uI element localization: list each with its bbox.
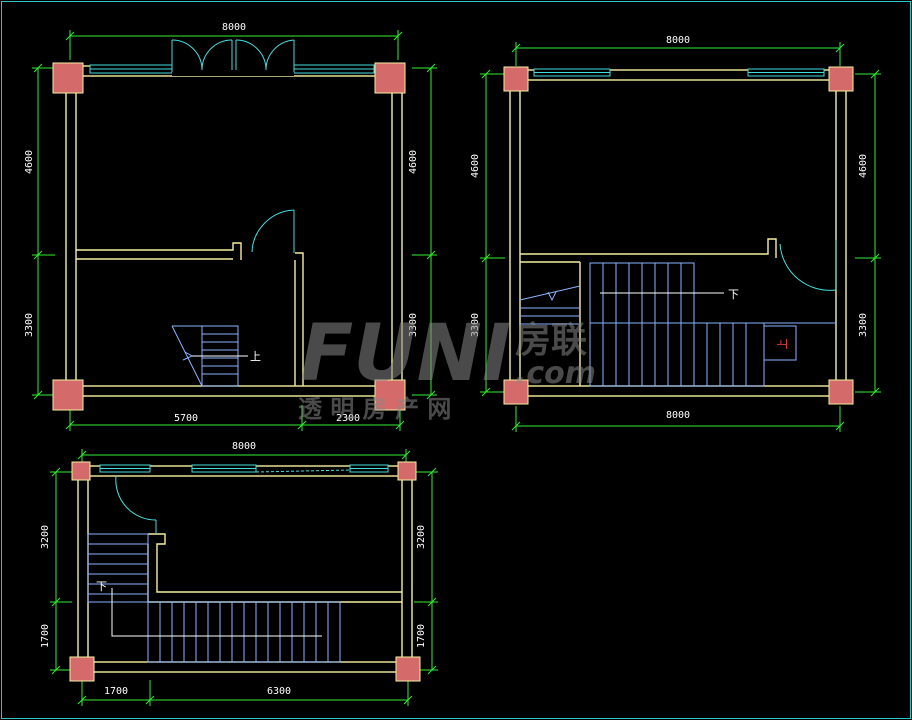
plan-tr-dim-bottom: 8000 <box>666 410 690 421</box>
plan-tr-dim-right-upper: 4600 <box>858 154 869 178</box>
watermark-logo: FUNI <box>300 309 511 399</box>
watermark-sub: .com <box>515 356 596 391</box>
plan-tl-dim-left-lower: 3300 <box>24 313 35 337</box>
plan-tl-dim-right-lower: 3300 <box>408 313 419 337</box>
plan-bottom: 下 8000 3200 1700 3200 1700 1700 6300 <box>40 441 438 706</box>
plan-b-dim-right-lower: 1700 <box>416 624 427 648</box>
plan-tl-dim-right-upper: 4600 <box>408 150 419 174</box>
plan-tl-dim-bottom-right: 2300 <box>336 413 360 424</box>
plan-tl-dim-left-upper: 4600 <box>24 150 35 174</box>
plan-b-dim-top: 8000 <box>232 441 256 452</box>
plan-b-dim-left-lower: 1700 <box>40 624 51 648</box>
plan-b-dim-bottom-left: 1700 <box>104 686 128 697</box>
plan-b-dim-right-upper: 3200 <box>416 525 427 549</box>
plan-b-stair-label: 下 <box>96 580 107 593</box>
plan-tl-dim-bottom-left: 5700 <box>174 413 198 424</box>
plan-b-stair <box>87 533 341 663</box>
plan-tl-stair-label: 上 <box>250 350 261 363</box>
plan-b-dim-left-upper: 3200 <box>40 525 51 549</box>
plan-tl-dimension-lines <box>32 30 437 431</box>
plan-tr-dim-left-lower: 3300 <box>470 313 481 337</box>
plan-tr-dimension-lines <box>480 42 881 432</box>
plan-tr-dim-left-upper: 4600 <box>470 154 481 178</box>
plan-tl-columns <box>52 62 406 411</box>
plan-tr-columns <box>503 66 854 405</box>
plan-tr-stair-label: 下 <box>728 288 739 301</box>
plan-tr-dim-right-lower: 3300 <box>858 313 869 337</box>
watermark-cn: 房联 <box>515 320 587 361</box>
plan-tl-stair <box>171 325 239 387</box>
plan-tr-red-label: 上 <box>776 339 789 350</box>
plan-tr-windows <box>533 68 837 291</box>
plan-b-walls <box>77 465 413 673</box>
watermark: FUNI 房联 .com 透 明 房 产 网 <box>298 309 596 423</box>
plan-b-dim-bottom-right: 6300 <box>267 686 291 697</box>
plan-tl-front-doors <box>89 39 375 253</box>
plan-tl-dim-top: 8000 <box>222 22 246 33</box>
plan-b-dimension-lines <box>50 449 438 706</box>
watermark-tagline: 透 明 房 产 网 <box>298 395 451 423</box>
plan-b-windows <box>99 464 389 534</box>
plan-top-left: 上 8000 4600 3300 4600 3300 5700 2300 <box>24 22 437 431</box>
plan-top-right: 下 上 8000 4600 3300 4600 3300 8000 <box>470 35 881 432</box>
plan-b-stair-arrow <box>111 588 322 637</box>
plan-b-columns <box>69 461 421 682</box>
plan-tr-dim-top: 8000 <box>666 35 690 46</box>
